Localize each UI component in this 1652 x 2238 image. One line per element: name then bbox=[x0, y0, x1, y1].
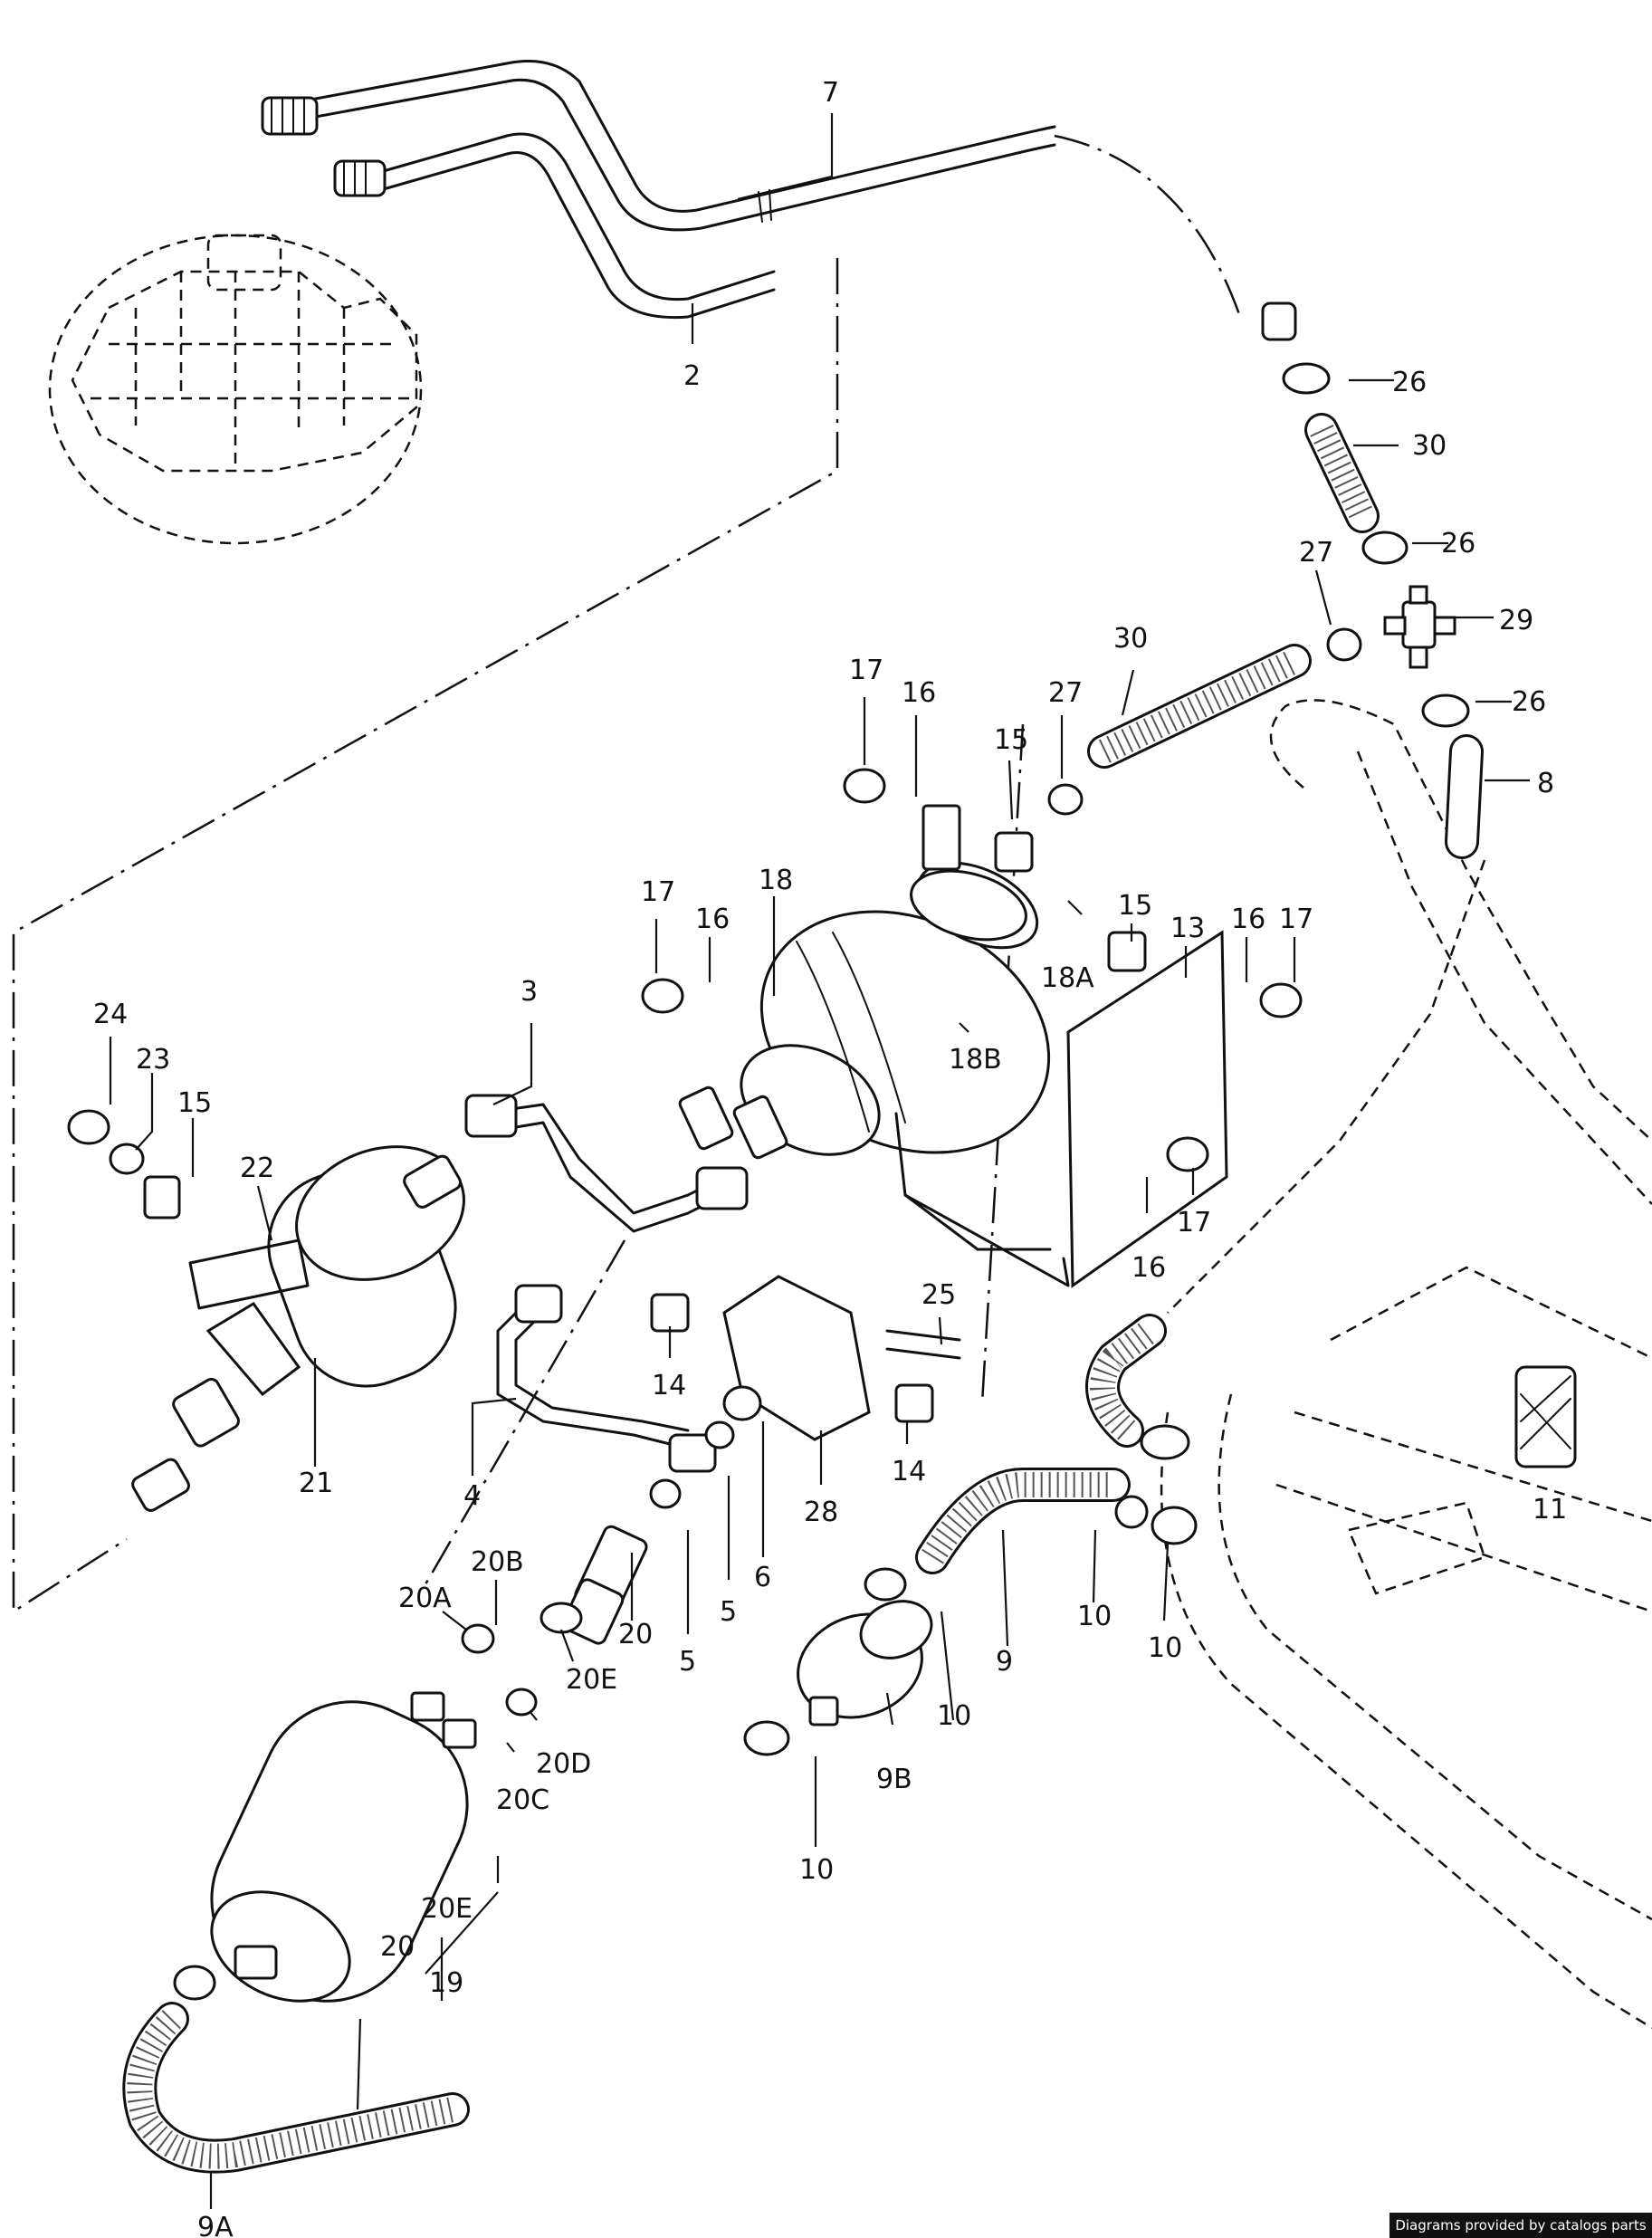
fuel-accumulator-18 bbox=[678, 804, 1051, 1160]
callout-label: 4 bbox=[463, 1480, 481, 1512]
callout-label: 3 bbox=[520, 976, 538, 1008]
callout-label: 21 bbox=[299, 1468, 333, 1499]
callout-label: 16 bbox=[902, 677, 936, 709]
callout-label: 23 bbox=[136, 1044, 170, 1076]
callout-label: 15 bbox=[994, 724, 1028, 756]
engine-outline bbox=[48, 234, 423, 545]
t-connector-29 bbox=[1383, 585, 1456, 669]
callout-label: 16 bbox=[1231, 904, 1265, 935]
callout-label: 20 bbox=[380, 1931, 415, 1963]
bracket-28 bbox=[649, 1275, 961, 1509]
hoses bbox=[122, 413, 1486, 2174]
callout-label: 30 bbox=[1412, 430, 1447, 462]
reference-lines bbox=[12, 134, 1242, 1614]
bracket-13 bbox=[894, 930, 1228, 1288]
callout-label: 17 bbox=[1177, 1207, 1211, 1239]
callout-label: 26 bbox=[1392, 367, 1427, 398]
callout-label: 2 bbox=[683, 360, 701, 392]
callout-label: 17 bbox=[1279, 904, 1313, 935]
callout-label: 14 bbox=[652, 1370, 686, 1401]
callout-label: 24 bbox=[93, 999, 128, 1030]
filter-element-11 bbox=[1514, 1365, 1577, 1468]
callout-label: 11 bbox=[1533, 1494, 1567, 1525]
callout-label: 20E bbox=[421, 1893, 473, 1925]
callout-label: 20D bbox=[536, 1748, 591, 1780]
callout-label: 29 bbox=[1499, 605, 1533, 636]
callout-label: 10 bbox=[937, 1700, 971, 1732]
callout-label: 26 bbox=[1512, 686, 1546, 718]
callout-label: 10 bbox=[1077, 1601, 1112, 1632]
fuel-lines-top bbox=[261, 60, 1056, 320]
hose-clamps-top bbox=[1047, 301, 1470, 816]
callout-label: 27 bbox=[1048, 677, 1083, 709]
fuel-filter-21 bbox=[67, 1109, 465, 1512]
callout-label: 16 bbox=[695, 904, 730, 935]
callout-label: 5 bbox=[720, 1596, 737, 1628]
callout-label: 16 bbox=[1132, 1252, 1166, 1284]
callout-label: 10 bbox=[1148, 1632, 1182, 1664]
callout-label: 18A bbox=[1041, 962, 1094, 994]
vehicle-body-outline bbox=[1160, 699, 1652, 2030]
callout-label: 5 bbox=[679, 1646, 696, 1678]
callout-label: 15 bbox=[177, 1087, 212, 1119]
fuel-lines-3-4 bbox=[464, 1094, 749, 1473]
credit-banner: Diagrams provided by catalogs parts bbox=[1389, 2213, 1652, 2238]
leader-lines bbox=[109, 113, 1530, 2209]
callout-label: 13 bbox=[1170, 913, 1205, 944]
callout-label: 20A bbox=[398, 1583, 452, 1614]
callout-label: 20C bbox=[496, 1784, 549, 1816]
callout-label: 9A bbox=[197, 2212, 234, 2238]
callout-label: 17 bbox=[641, 876, 675, 908]
callout-label: 10 bbox=[799, 1854, 834, 1886]
callout-label: 15 bbox=[1118, 890, 1152, 922]
callout-label: 14 bbox=[892, 1456, 926, 1487]
callout-label: 25 bbox=[921, 1279, 956, 1311]
callout-label: 8 bbox=[1537, 768, 1554, 799]
callout-label: 18 bbox=[759, 865, 793, 896]
callout-label: 18B bbox=[949, 1044, 1002, 1076]
callout-label: 6 bbox=[754, 1562, 771, 1593]
rubber-mounts-15 bbox=[143, 768, 1303, 1219]
callout-label: 30 bbox=[1113, 623, 1148, 655]
fuel-pump-20 bbox=[210, 1525, 648, 2003]
callout-label: 7 bbox=[822, 77, 839, 109]
hose-clamps-10 bbox=[1114, 1424, 1198, 1545]
callout-label: 28 bbox=[804, 1497, 838, 1528]
callout-label: 17 bbox=[849, 655, 883, 686]
callout-label: 27 bbox=[1299, 537, 1333, 569]
callout-label: 19 bbox=[429, 1967, 463, 1999]
callout-label: 9 bbox=[996, 1646, 1013, 1678]
pressure-regulator-9b bbox=[173, 1567, 933, 2001]
callout-label: 9B bbox=[876, 1764, 912, 1795]
callout-label: 20B bbox=[471, 1546, 524, 1578]
callout-label: 20E bbox=[566, 1664, 617, 1696]
callout-labels: 7 2 26 30 26 27 29 30 26 8 17 16 15 27 1… bbox=[93, 77, 1567, 2238]
callout-label: 20 bbox=[618, 1619, 653, 1650]
callout-label: 22 bbox=[240, 1152, 274, 1184]
callout-label: 26 bbox=[1441, 528, 1475, 560]
